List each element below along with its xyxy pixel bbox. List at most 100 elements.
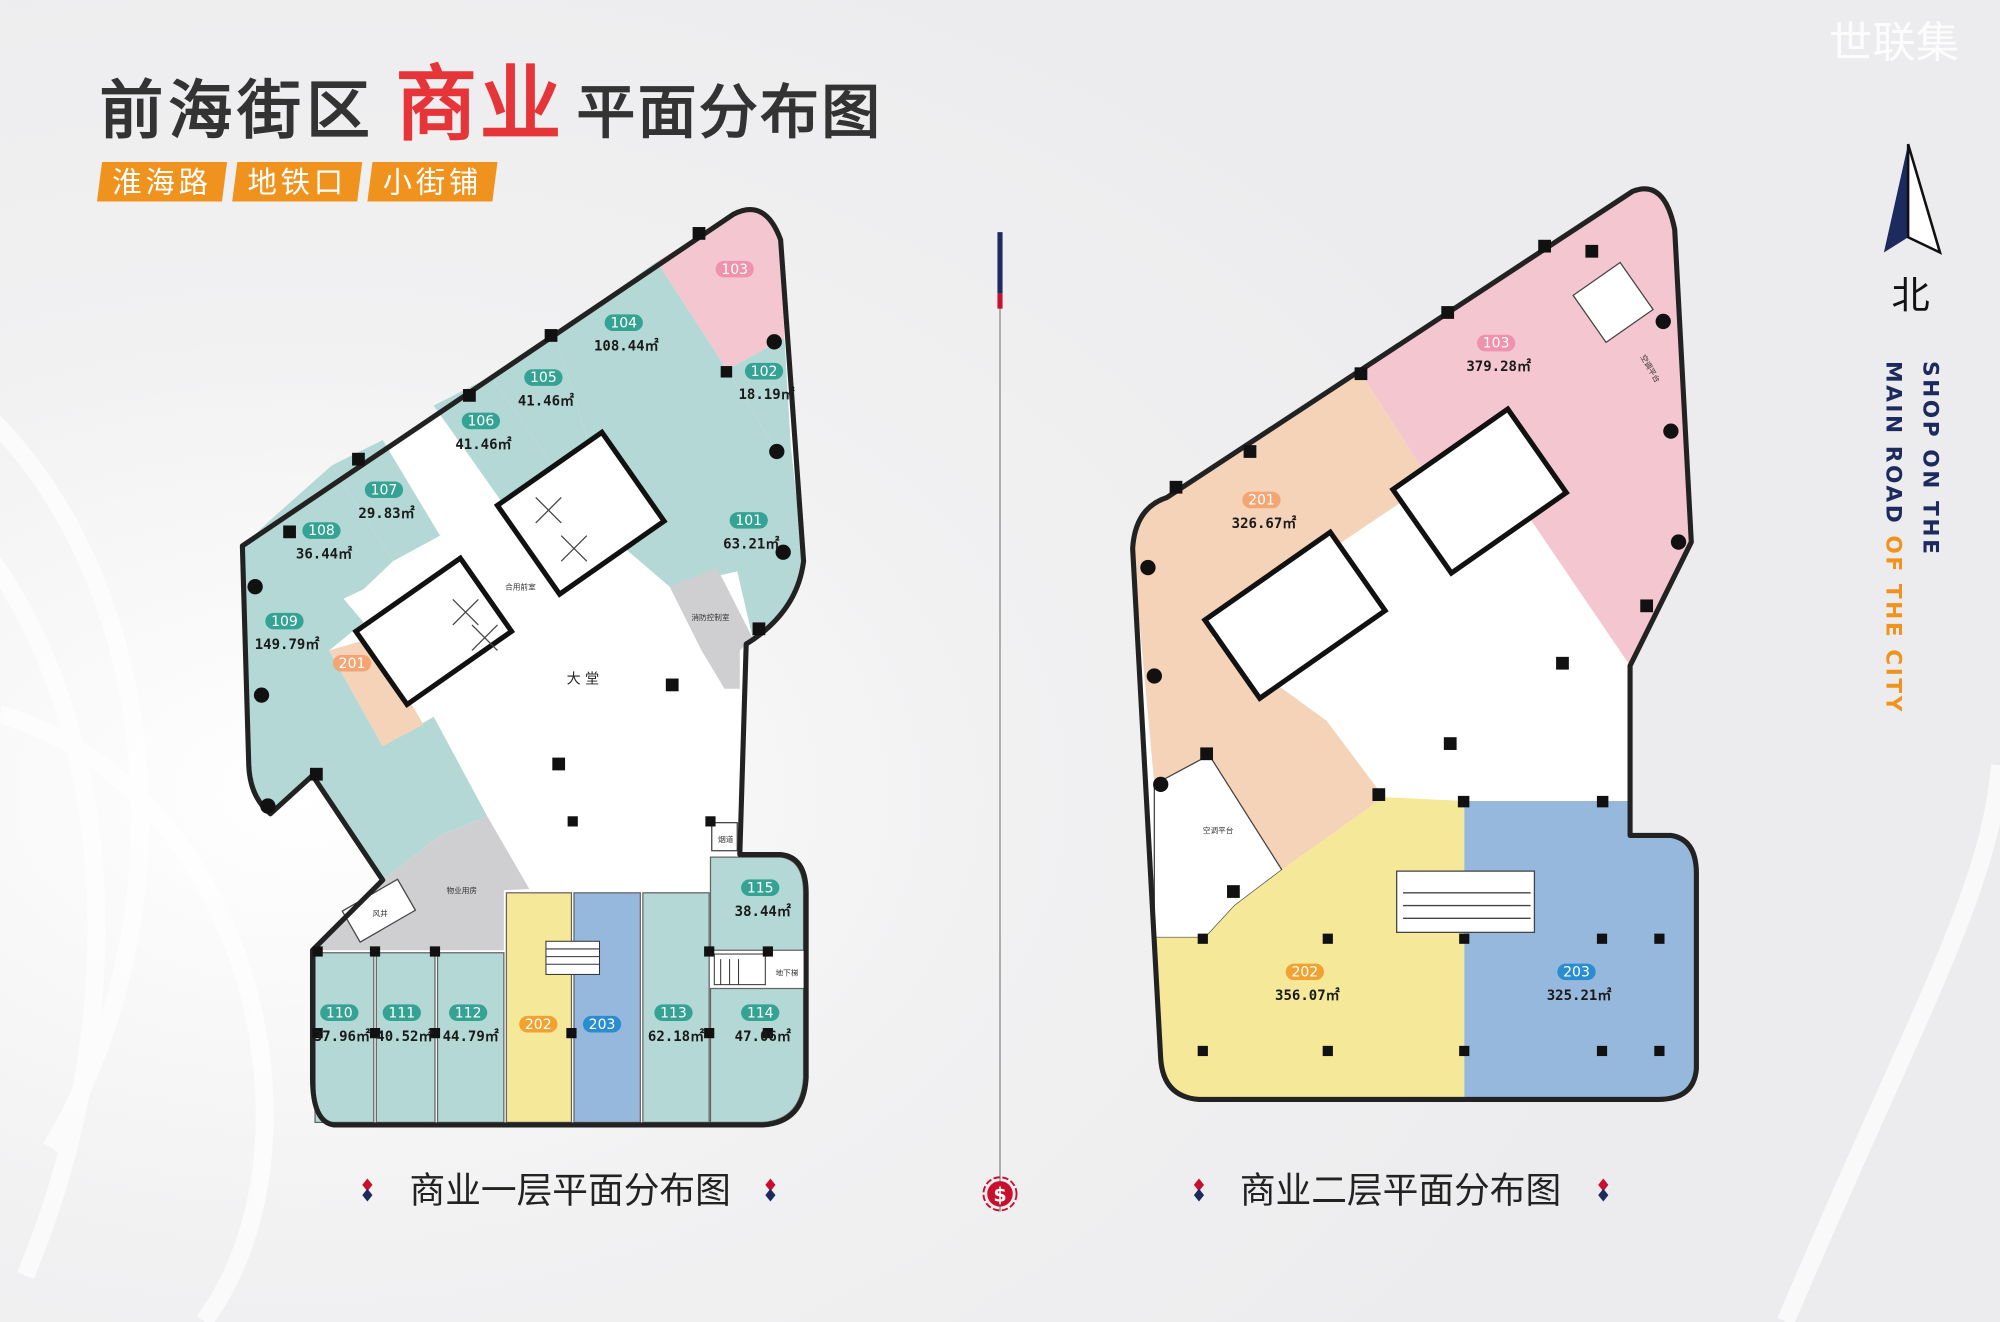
core-elevators bbox=[352, 428, 668, 709]
diamond-icon bbox=[1193, 1178, 1205, 1192]
unit-area: 36.44㎡ bbox=[296, 546, 352, 563]
unit-number: 108 bbox=[308, 523, 335, 539]
floor2-caption-text: 商业二层平面分布图 bbox=[1240, 1171, 1561, 1212]
unit-badge bbox=[364, 481, 404, 499]
stair-icon bbox=[545, 940, 766, 986]
unit-badge bbox=[382, 1004, 421, 1021]
unit-number: 107 bbox=[371, 482, 398, 498]
floor1-outline bbox=[239, 207, 809, 1128]
unit-number: 202 bbox=[1291, 965, 1318, 981]
unit-101-room bbox=[625, 446, 804, 638]
property-room-label: 物业用房 bbox=[446, 885, 477, 895]
unit-number: 103 bbox=[1483, 336, 1510, 352]
diamond-icon bbox=[1598, 1178, 1609, 1192]
unit-area: 40.52㎡ bbox=[376, 1028, 432, 1045]
unit-badge bbox=[729, 512, 768, 529]
unit-number: 112 bbox=[455, 1005, 482, 1021]
header: 前海街区 商业 平面分布图 淮海路 地铁口 小街铺 bbox=[96, 58, 883, 202]
floor2-caption: 商业二层平面分布图 bbox=[1193, 1171, 1609, 1212]
dollar-icon bbox=[987, 1181, 1013, 1207]
unit-badge bbox=[461, 412, 501, 430]
unit-105-label: 105 41.46㎡ bbox=[518, 369, 574, 410]
unit-area: 41.46㎡ bbox=[455, 436, 511, 453]
unit-badge bbox=[1285, 963, 1324, 981]
unit-area: 47.06㎡ bbox=[735, 1028, 791, 1045]
unit-badge bbox=[302, 522, 341, 539]
unit-number: 113 bbox=[660, 1005, 687, 1021]
unit-area: 38.44㎡ bbox=[735, 903, 791, 920]
fire-control-label: 消防控制室 bbox=[691, 612, 730, 622]
unit-114-label: 114 47.06㎡ bbox=[735, 1004, 791, 1045]
unit-202-label: 202 bbox=[519, 1015, 558, 1033]
unit-badge bbox=[654, 1004, 693, 1021]
unit-203-label: 203 bbox=[582, 1015, 622, 1033]
unit-badge bbox=[524, 369, 563, 386]
unit-number: 203 bbox=[589, 1017, 616, 1033]
unit-number: 103 bbox=[721, 262, 748, 278]
unit-109-room bbox=[242, 516, 488, 881]
unit-number: 102 bbox=[751, 364, 778, 380]
unit-115-label: 115 38.44㎡ bbox=[735, 879, 791, 920]
slogan-line-2-navy: MAIN ROAD bbox=[1880, 361, 1905, 535]
unit-number: 115 bbox=[747, 880, 774, 896]
unit-number: 114 bbox=[747, 1005, 774, 1021]
unit-area: 18.19㎡ bbox=[738, 386, 794, 403]
svg-text:$: $ bbox=[993, 1183, 1006, 1206]
air-shaft-label: 风井 bbox=[372, 908, 388, 918]
floor1-caption: 商业一层平面分布图 bbox=[362, 1171, 776, 1212]
unit-area: 41.46㎡ bbox=[518, 393, 574, 410]
unit-area: 108.44㎡ bbox=[594, 338, 659, 355]
tag-label: 地铁口 bbox=[247, 166, 346, 200]
flue-room bbox=[711, 822, 738, 852]
unit-badge bbox=[332, 654, 372, 672]
center-divider: $ bbox=[982, 232, 1018, 1212]
diamond-icon bbox=[765, 1178, 776, 1192]
unit-area: 325.21㎡ bbox=[1547, 987, 1612, 1004]
unit-badge bbox=[741, 879, 780, 897]
tag-label: 淮海路 bbox=[112, 166, 211, 200]
unit-107-label: 107 29.83㎡ bbox=[358, 481, 415, 522]
unit-number: 111 bbox=[388, 1005, 415, 1021]
unit-103-label: 103 bbox=[715, 260, 754, 278]
columns bbox=[247, 227, 791, 1039]
floor1-caption-text: 商业一层平面分布图 bbox=[410, 1171, 731, 1212]
title-prefix: 前海街区 bbox=[100, 75, 375, 149]
unit-203-strip-room bbox=[573, 892, 641, 1124]
unit-area: 29.83㎡ bbox=[358, 505, 414, 522]
unit-number: 101 bbox=[735, 513, 762, 529]
unit-113-label: 113 62.18㎡ bbox=[648, 1004, 704, 1045]
unit-badge bbox=[265, 612, 304, 630]
floor1-plan: 合用前室 消防控制室 大 堂 烟道 物业用房 风井 地下梯 103104108.… bbox=[239, 207, 809, 1212]
tag-2: 地铁口 bbox=[232, 161, 363, 202]
unit-badge bbox=[744, 362, 784, 380]
unit-badge bbox=[741, 1004, 780, 1021]
slogan-line-2: MAIN ROAD OF THE CITY bbox=[1880, 361, 1905, 714]
unit-badge bbox=[519, 1015, 558, 1033]
floor1-unit-labels: 103104108.44㎡10541.46㎡10641.46㎡10729.83㎡… bbox=[255, 260, 795, 1045]
unit-area: 62.18㎡ bbox=[648, 1028, 704, 1045]
unit-number: 105 bbox=[530, 370, 557, 386]
stair-icon bbox=[1396, 870, 1536, 933]
watermark-logo: 世联集 bbox=[1829, 18, 1959, 68]
unit-area: 379.28㎡ bbox=[1466, 358, 1531, 375]
title-suffix: 平面分布图 bbox=[577, 79, 883, 147]
slogan-line-1: SHOP ON THE bbox=[1917, 361, 1942, 557]
unit-number: 201 bbox=[339, 656, 366, 672]
unit-badge bbox=[1557, 963, 1596, 981]
tag-3: 小街铺 bbox=[367, 161, 498, 202]
unit-105-room bbox=[491, 334, 590, 479]
unit-number: 203 bbox=[1563, 965, 1590, 981]
unit-202-strip-room bbox=[505, 892, 573, 1124]
fire-control-room bbox=[669, 567, 753, 689]
unit-number: 110 bbox=[326, 1005, 353, 1021]
unit-area: 44.79㎡ bbox=[443, 1028, 499, 1045]
lobby-label: 大 堂 bbox=[567, 672, 600, 688]
